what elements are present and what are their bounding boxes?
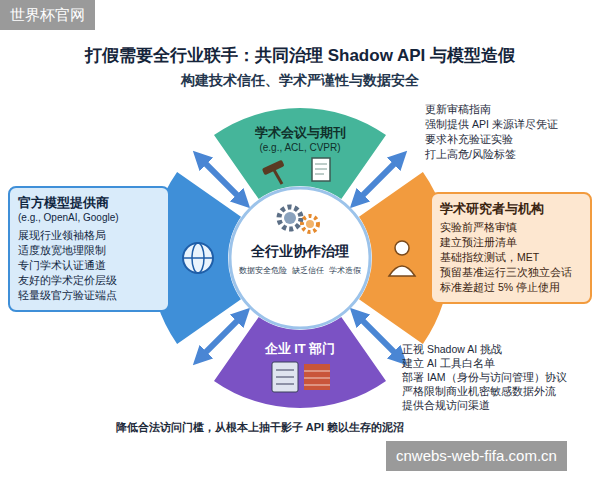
node-text: 实验前严格审慎 (440, 220, 584, 235)
note-text: 构建技术信任、学术严谨性与数据安全 (0, 72, 600, 90)
node-heading: 学术会议与期刊 (235, 124, 365, 141)
note-text: 正视 Shadow AI 挑战 (402, 342, 502, 357)
double-arrow (200, 158, 244, 202)
node-text: 缺乏信任 (292, 266, 324, 276)
ring-arrows (200, 158, 401, 359)
node-text: 标准差超过 5% 停止使用 (440, 280, 584, 295)
note-text: 建立 AI 工具白名单 (402, 356, 495, 371)
stakeholder-box: 官方模型提供商(e.g., OpenAI, Google) 展现行业领袖格局适度放… (8, 186, 170, 312)
node-text: 轻量级官方验证端点 (18, 288, 162, 303)
note-text: 严格限制商业机密敏感数据外流 (402, 384, 556, 399)
stakeholder-box: 企业 IT 部门 (235, 340, 365, 357)
double-arrow (200, 315, 244, 359)
node-text: 专门学术认证通道 (18, 258, 162, 273)
node-text: (e.g., ACL, CVPR) (235, 141, 365, 155)
node-text: (e.g., OpenAI, Google) (18, 211, 162, 225)
note-text: 提供合规访问渠道 (402, 398, 490, 413)
node-heading: 学术研究者与机构 (440, 200, 584, 217)
node-heading: 全行业协作治理 (251, 242, 349, 260)
center-disc (230, 188, 370, 328)
globe-icon (183, 243, 213, 273)
gavel-doc-icon (262, 158, 330, 184)
note-text: 强制提供 API 来源详尽凭证 (425, 117, 558, 132)
stakeholder-box: 学术会议与期刊(e.g., ACL, CVPR) (235, 124, 365, 155)
watermark: 世界杯官网 (0, 0, 95, 30)
node-heading: 企业 IT 部门 (235, 340, 365, 357)
note-text: 打上高危/风险标签 (425, 147, 516, 162)
center-circle: 全行业协作治理数据安全危险缺乏信任学术造假 (230, 188, 370, 328)
server-wall-icon (272, 362, 330, 392)
risk-row: 数据安全危险缺乏信任学术造假 (239, 266, 361, 276)
researcher-icon (389, 241, 415, 276)
node-text: 预留基准运行三次独立会话 (440, 265, 584, 280)
ring-sector (214, 108, 386, 199)
node-text: 基础指纹测试，MET (440, 250, 584, 265)
note-text: 部署 IAM（身份与访问管理）协议 (402, 370, 567, 385)
node-text: 数据安全危险 (239, 266, 287, 276)
gear-icon (279, 207, 318, 232)
node-text: 学术造假 (329, 266, 361, 276)
ring-sector (214, 317, 386, 408)
title: 打假需要全行业联手：共同治理 Shadow API 与模型造假 (0, 44, 600, 67)
node-text: 展现行业领袖格局 (18, 228, 162, 243)
node-text: 友好的学术定价层级 (18, 273, 162, 288)
note-text: 更新审稿指南 (425, 102, 491, 117)
node-heading: 官方模型提供商 (18, 194, 162, 211)
node-text: 适度放宽地理限制 (18, 243, 162, 258)
note-text: 要求补充验证实验 (425, 132, 513, 147)
node-text: 建立预注册清单 (440, 235, 584, 250)
double-arrow (357, 158, 401, 202)
caption: 降低合法访问门槛，从根本上抽干影子 API 赖以生存的泥沼 (60, 420, 460, 435)
stakeholder-box: 学术研究者与机构实验前严格审慎建立预注册清单基础指纹测试，MET预留基准运行三次… (430, 192, 592, 304)
watermark: cnwebs-web-fifa.com.cn (386, 441, 567, 471)
double-arrow (357, 315, 401, 359)
